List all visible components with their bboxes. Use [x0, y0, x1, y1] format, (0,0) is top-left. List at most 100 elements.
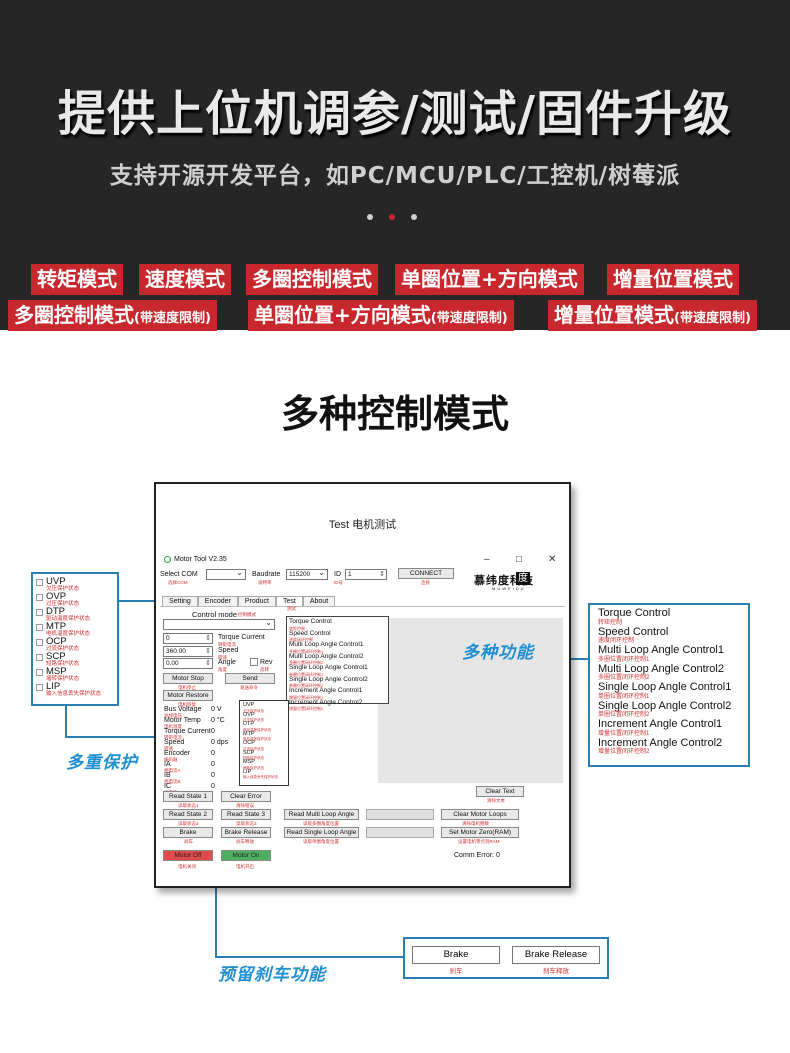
baudrate-cn: 波特率 — [258, 580, 272, 585]
clear-motor-loops-cn: 清除电机圈数 — [462, 821, 489, 826]
close-icon[interactable]: ✕ — [548, 554, 557, 565]
read-state2-button[interactable]: Read State 2 — [163, 809, 213, 820]
brake-cn-enlarged: 刹车 — [449, 967, 463, 975]
id-spinner[interactable]: 1 — [345, 569, 387, 580]
app-icon — [164, 556, 171, 563]
read-single-loop-cn: 读取单圈角度位置 — [303, 839, 339, 844]
mode-tag: 转矩模式 — [31, 264, 123, 295]
checkbox-icon — [36, 624, 43, 631]
control-mode-label: Control mode — [192, 610, 238, 619]
read-multi-loop-button[interactable]: Read Multi Loop Angle — [284, 809, 359, 820]
brand-logo-en: MUWEIDU — [492, 586, 526, 591]
motor-stop-button[interactable]: Motor Stop — [163, 673, 213, 684]
flag-cn: 驱动温度保护状态 — [243, 727, 271, 732]
mode-tag: 速度模式 — [139, 264, 231, 295]
output-text-area[interactable] — [378, 618, 563, 783]
app-title: Motor Tool V2.35 — [164, 556, 227, 563]
id-cn: ID号 — [334, 580, 343, 585]
bus-voltage-value: 0 V — [211, 706, 222, 713]
dropdown-option[interactable]: Multi Loop Angle Control1 — [289, 641, 364, 648]
speed-status-cn: 转速 — [164, 746, 173, 751]
connect-button[interactable]: CONNECT — [398, 568, 454, 579]
bus-voltage-label: Bus Voltage — [164, 706, 202, 713]
brake-release-button[interactable]: Brake Release — [221, 827, 271, 838]
flag-label: SCP — [243, 749, 255, 756]
tab-divider — [160, 606, 565, 607]
hero-title: 提供上位机调参/测试/固件升级 — [57, 86, 733, 142]
carousel-dot[interactable] — [411, 214, 417, 220]
motor-temp-label: Motor Temp — [164, 717, 201, 724]
torque-input[interactable]: 0 — [163, 633, 213, 644]
single-loop-value-field[interactable] — [366, 827, 434, 838]
brake-button-enlarged[interactable]: Brake — [412, 946, 500, 964]
motor-on-cn: 电机开启 — [236, 864, 254, 869]
dropdown-option[interactable]: Torque Control — [289, 618, 332, 625]
mode-label: Speed Control — [598, 625, 669, 638]
angle-label: Angle — [218, 659, 236, 666]
mode-cn: 增量位置闭环控制2 — [598, 749, 650, 755]
protect-label: SCP — [46, 651, 66, 662]
baudrate-select[interactable]: 115200 — [286, 568, 328, 580]
send-button[interactable]: Send — [225, 673, 275, 684]
brake-cn: 刹车 — [184, 839, 193, 844]
tab-setting[interactable]: Setting — [162, 596, 198, 606]
connector-line — [119, 600, 164, 602]
mode-tag: 单圈位置+方向模式(带速度限制) — [248, 300, 514, 331]
tab-product[interactable]: Product — [237, 596, 276, 606]
tab-test[interactable]: Test — [276, 596, 303, 606]
flag-cn: 过流保护状态 — [243, 746, 264, 751]
carousel-dot-active[interactable] — [389, 214, 395, 220]
ia-label: IA — [164, 761, 171, 768]
motor-on-button[interactable]: Motor On — [221, 850, 271, 861]
dropdown-option[interactable]: Multi Loop Angle Control2 — [289, 652, 364, 660]
brake-release-button-enlarged[interactable]: Brake Release — [512, 946, 600, 964]
speed-input[interactable]: 360.00 — [163, 646, 213, 657]
checkbox-icon — [36, 639, 43, 646]
dropdown-option[interactable]: Single Loop Angle Control2 — [289, 675, 368, 683]
speed-label: Speed — [218, 647, 239, 654]
dropdown-option[interactable]: Speed Control — [289, 629, 331, 637]
tab-about[interactable]: About — [302, 596, 336, 606]
dropdown-option[interactable]: Increment Angle Control2 — [289, 698, 363, 706]
protect-cn: 过流保护状态 — [46, 646, 80, 652]
clear-motor-loops-button[interactable]: Clear Motor Loops — [441, 809, 519, 820]
dropdown-option-cn: 增量位置闭环控制2 — [289, 706, 324, 711]
flag-label: MTP — [243, 730, 255, 737]
protect-label: MSP — [46, 666, 67, 677]
clear-error-button[interactable]: Clear Error — [221, 791, 271, 802]
clear-text-button[interactable]: Clear Text — [476, 786, 524, 797]
brake-button[interactable]: Brake — [163, 827, 213, 838]
mode-label: Increment Angle Control2 — [598, 736, 723, 749]
dropdown-option[interactable]: Increment Angle Control1 — [289, 687, 363, 694]
read-single-loop-button[interactable]: Read Single Loop Angle — [284, 827, 359, 838]
checkbox-icon — [36, 579, 43, 586]
read-state3-button[interactable]: Read State 3 — [221, 809, 271, 820]
read-state2-cn: 读取状态2 — [178, 821, 199, 826]
flag-label: OVP — [243, 711, 255, 718]
angle-input[interactable]: 0.00 — [163, 658, 213, 669]
multi-loop-value-field[interactable] — [366, 809, 434, 820]
motor-restore-button[interactable]: Motor Restore — [163, 690, 213, 701]
control-mode-dropdown[interactable]: Torque Control 转矩控制 Speed Control 速度闭环控制… — [286, 616, 389, 711]
carousel-dot[interactable] — [367, 214, 373, 220]
maximize-icon[interactable]: □ — [516, 554, 523, 565]
tab-encoder[interactable]: Encoder — [197, 596, 238, 606]
mode-label: Single Loop Angle Control1 — [598, 681, 732, 693]
com-select[interactable] — [206, 568, 246, 580]
dropdown-option[interactable]: Single Loop Angle Control1 — [289, 664, 368, 671]
protect-label: DTP — [46, 606, 65, 617]
dropdown-option-cn: 多圈位置闭环控制1 — [289, 648, 324, 654]
test-tab-cn: 测试 — [287, 606, 296, 611]
set-motor-zero-button[interactable]: Set Motor Zero(RAM) — [441, 827, 519, 838]
bus-voltage-cn: 总线电压 — [164, 713, 182, 718]
read-state1-button[interactable]: Read State 1 — [163, 791, 213, 802]
torque-current-value: 0 — [211, 728, 215, 735]
rev-checkbox[interactable] — [250, 658, 258, 666]
control-mode-select[interactable] — [163, 618, 275, 630]
ia-cn: 相电流A — [164, 768, 181, 773]
flag-cn: 堵转保护状态 — [243, 765, 264, 770]
connector-line — [65, 706, 67, 736]
motor-off-button[interactable]: Motor Off — [163, 850, 213, 861]
minimize-icon[interactable]: – — [484, 554, 490, 565]
mode-cn: 多圈位置闭环控制1 — [598, 656, 650, 663]
